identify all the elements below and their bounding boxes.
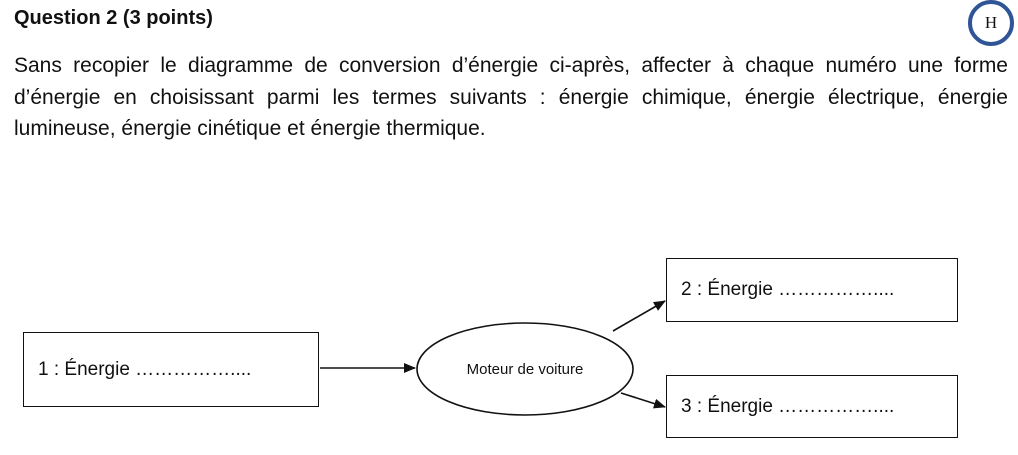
energy-output-label-3: 3 : Énergie …………….... (681, 395, 895, 417)
arrow-converter-to-box-2 (612, 300, 666, 332)
energy-output-box-3: 3 : Énergie …………….... (666, 375, 958, 438)
converter-ellipse (416, 322, 634, 416)
energy-input-box: 1 : Énergie …………….... (23, 332, 319, 407)
h-badge: H (968, 0, 1014, 46)
arrow-converter-to-box-3 (620, 392, 666, 409)
energy-output-box-2: 2 : Énergie …………….... (666, 258, 958, 322)
energy-input-label: 1 : Énergie …………….... (38, 358, 252, 380)
question-heading: Question 2 (3 points) (14, 7, 213, 29)
question-statement: Sans recopier le diagramme de conversion… (14, 54, 1008, 140)
converter-label: Moteur de voiture (466, 360, 584, 378)
energy-output-label-2: 2 : Énergie …………….... (681, 279, 895, 300)
